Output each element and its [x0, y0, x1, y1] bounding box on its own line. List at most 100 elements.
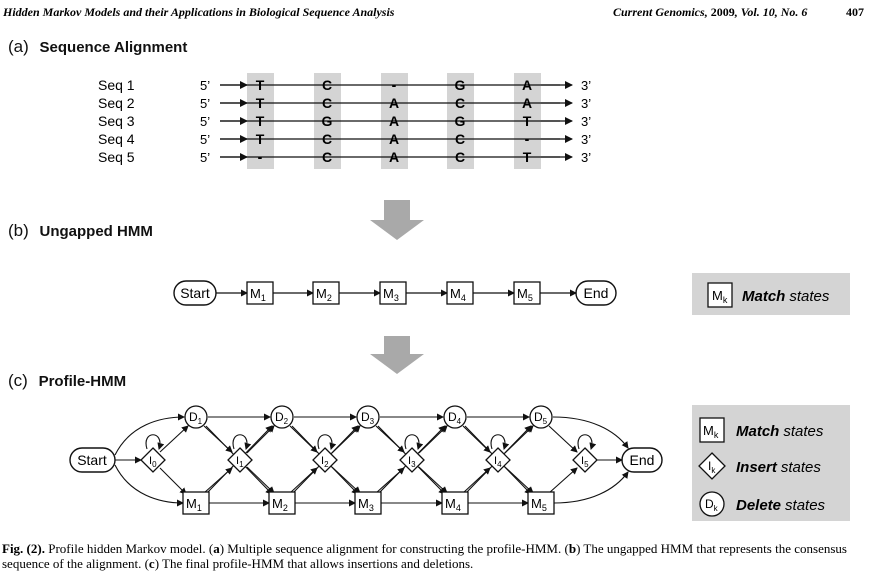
legend-symbol: Dk	[705, 497, 719, 513]
insert-state-label: I4	[494, 455, 502, 469]
seq-name: Seq 2	[98, 95, 135, 111]
figure-caption: Fig. (2). Profile hidden Markov model. (…	[2, 541, 847, 571]
legend-symbol: Mk	[712, 288, 728, 305]
seq-name: Seq 4	[98, 131, 135, 147]
match-state-label: M2	[272, 496, 288, 513]
seq-name: Seq 1	[98, 77, 135, 93]
seq-name: Seq 5	[98, 149, 135, 165]
end-label: End	[584, 285, 609, 301]
three-prime-label: 3’	[581, 150, 591, 165]
self-loop-arrow	[404, 434, 424, 450]
down-arrow-icon	[370, 336, 424, 374]
residue: C	[322, 77, 332, 93]
residue: C	[455, 131, 465, 147]
transition-arrow	[289, 467, 318, 494]
end-label: End	[630, 452, 655, 468]
match-state-label: M1	[250, 286, 266, 303]
residue: C	[322, 95, 332, 111]
insert-state-label: I0	[149, 455, 157, 469]
transition-arrow	[548, 467, 578, 494]
transition-arrow	[552, 416, 629, 449]
residue: C	[455, 149, 465, 165]
residue: -	[525, 131, 530, 147]
transition-arrow	[331, 466, 361, 494]
residue: C	[455, 95, 465, 111]
down-arrow-icon	[370, 200, 424, 240]
residue: G	[455, 77, 466, 93]
residue: T	[256, 77, 265, 93]
journal-issue: No. 6	[780, 5, 808, 19]
transition-arrow	[553, 471, 629, 504]
residue: T	[256, 131, 265, 147]
residue: C	[322, 131, 332, 147]
residue: T	[523, 113, 532, 129]
residue: A	[522, 95, 532, 111]
insert-state	[572, 447, 598, 473]
insert-state	[399, 447, 425, 473]
transition-arrow	[504, 466, 534, 494]
panel-b-heading: (b) Ungapped HMM	[8, 221, 153, 241]
legend-symbol: Mk	[703, 423, 719, 440]
panel-c-heading: (c) Profile-HMM	[8, 371, 126, 391]
match-state	[441, 491, 469, 515]
delete-state-label: D5	[534, 410, 548, 426]
legend-symbol: Ik	[708, 459, 716, 475]
three-prime-label: 3’	[581, 96, 591, 111]
insert-state-icon	[698, 452, 726, 480]
transition-arrow	[548, 425, 578, 453]
panel-a-heading: (a) Sequence Alignment	[8, 37, 187, 57]
delete-state	[184, 405, 208, 429]
match-state-label: M2	[316, 286, 332, 303]
transition-arrow	[331, 425, 361, 454]
transition-arrow	[203, 425, 233, 453]
match-state-label: M1	[186, 496, 202, 513]
delete-state-label: D2	[275, 410, 289, 426]
delete-state	[356, 405, 380, 429]
panel-c-title: Profile-HMM	[38, 373, 127, 390]
residue: C	[322, 149, 332, 165]
panel-a-title: Sequence Alignment	[39, 39, 188, 56]
panel-a-letter: (a)	[8, 37, 29, 56]
transition-arrow	[114, 464, 184, 507]
match-state-label: M5	[531, 496, 547, 513]
residue: A	[389, 131, 399, 147]
panel-c-letter: (c)	[8, 371, 28, 390]
match-state	[379, 281, 407, 305]
page-number: 407	[846, 5, 864, 19]
transition-arrow	[159, 425, 189, 453]
self-loop-arrow	[145, 434, 165, 450]
match-state-label: M4	[450, 286, 466, 303]
five-prime-label: 5’	[200, 150, 210, 165]
transition-arrow	[203, 467, 233, 494]
self-loop-arrow	[577, 434, 597, 450]
insert-state	[227, 447, 253, 473]
residue: T	[523, 149, 532, 165]
five-prime-label: 5’	[200, 78, 210, 93]
insert-state	[140, 447, 166, 473]
delete-state	[529, 405, 553, 429]
transition-arrow	[114, 413, 185, 456]
match-state	[527, 491, 555, 515]
three-prime-label: 3’	[581, 78, 591, 93]
delete-state-icon	[699, 491, 725, 517]
match-state-label: M3	[383, 286, 399, 303]
delete-state-label: D1	[189, 410, 203, 426]
match-state-label: M5	[517, 286, 533, 303]
insert-state-label: I1	[236, 455, 244, 469]
caption-figure-number: Fig. (2).	[2, 541, 45, 556]
delete-state	[270, 405, 294, 429]
match-state-icon	[699, 417, 725, 443]
residue: -	[392, 77, 397, 93]
self-loop-arrow	[317, 434, 337, 450]
delete-state	[443, 405, 467, 429]
transition-arrow	[375, 425, 405, 453]
self-loop-arrow	[490, 434, 510, 450]
transition-arrow	[289, 425, 318, 453]
